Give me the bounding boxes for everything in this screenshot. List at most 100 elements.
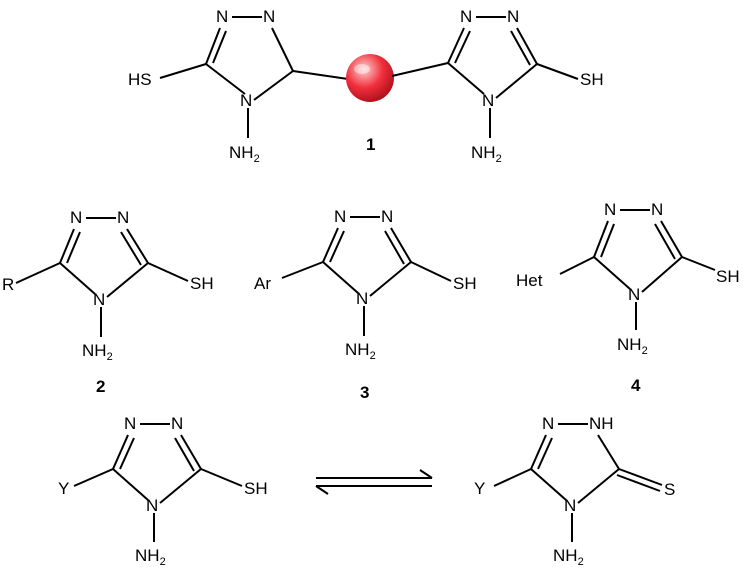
atom-n: N — [93, 290, 105, 309]
atom-nh2: NH2 — [553, 546, 584, 568]
bond — [322, 261, 359, 294]
bond — [681, 256, 716, 271]
bond — [200, 468, 243, 487]
compound-1-left-triazole: N N N HS NH2 — [128, 7, 349, 165]
atom-n: N — [216, 7, 228, 26]
bond — [495, 63, 538, 99]
bond — [292, 70, 349, 80]
compound-3: N N N Ar SH NH2 3 — [254, 207, 477, 402]
bond — [660, 220, 683, 258]
bond — [410, 261, 452, 282]
atom-n: N — [628, 285, 640, 304]
bond — [329, 230, 345, 263]
bond — [530, 434, 547, 470]
atom-s: S — [664, 480, 675, 499]
compound-number: 2 — [96, 377, 105, 396]
bond — [447, 27, 465, 64]
atom-n: N — [240, 91, 252, 110]
atom-y: Y — [474, 479, 485, 498]
atom-n: N — [651, 200, 663, 219]
bond — [174, 437, 195, 472]
bond — [454, 30, 471, 64]
atom-sh: SH — [580, 70, 604, 89]
atom-n: N — [604, 200, 616, 219]
bond — [510, 30, 531, 66]
atom-nh2: NH2 — [345, 340, 376, 362]
bond — [530, 468, 567, 501]
atom-n: N — [542, 414, 554, 433]
bond — [616, 474, 661, 492]
atom-n: N — [460, 7, 472, 26]
atom-nh2: NH2 — [135, 546, 166, 568]
bond — [126, 228, 149, 264]
bond — [577, 468, 620, 504]
bond — [253, 70, 294, 101]
bond — [390, 227, 412, 263]
bond — [59, 262, 96, 295]
bond — [618, 468, 663, 486]
reverse-arrowhead — [315, 485, 329, 495]
bond — [447, 62, 485, 95]
bond — [654, 223, 676, 260]
atom-nh2: NH2 — [82, 341, 113, 363]
atom-n: N — [507, 7, 519, 26]
bond — [180, 434, 202, 470]
bond — [597, 434, 620, 470]
atom-nh2: NH2 — [617, 335, 648, 357]
atom-n: N — [117, 208, 129, 227]
bond — [369, 261, 412, 297]
bond — [112, 468, 149, 501]
compound-number: 4 — [631, 376, 641, 395]
bond — [205, 63, 246, 95]
bond — [600, 223, 615, 258]
atom-n: N — [124, 414, 136, 433]
compound-2: N N N R SH NH2 2 — [2, 208, 214, 396]
atom-n: N — [146, 496, 158, 515]
compound-1-right-triazole: N N N SH NH2 — [391, 7, 604, 165]
bond — [281, 261, 324, 279]
bond — [59, 228, 75, 264]
bond — [493, 468, 532, 487]
bond — [516, 27, 538, 65]
atom-n: N — [564, 496, 576, 515]
bond — [536, 63, 579, 80]
tautomer-thione: N NH N Y S NH2 — [474, 414, 675, 568]
bond — [106, 262, 149, 298]
atom-y: Y — [58, 479, 69, 498]
atom-nh: NH — [589, 414, 614, 433]
sphere-highlight — [354, 64, 370, 74]
compound-number: 1 — [366, 135, 375, 154]
linker-sphere — [346, 54, 394, 102]
atom-nh2: NH2 — [471, 143, 502, 165]
atom-sh: SH — [190, 274, 214, 293]
atom-r: R — [2, 275, 14, 294]
bond — [147, 262, 189, 282]
bond — [112, 434, 129, 470]
tautomer-thiol: N N N Y SH NH2 — [58, 414, 268, 568]
bond — [391, 62, 449, 77]
atom-n: N — [334, 207, 346, 226]
compound-number: 3 — [360, 383, 369, 402]
bond — [384, 230, 405, 265]
bond — [559, 256, 595, 275]
atom-n: N — [381, 207, 393, 226]
atom-ar: Ar — [254, 274, 271, 293]
bond — [271, 27, 294, 72]
bond — [66, 231, 81, 264]
bond — [212, 30, 227, 64]
atom-het: Het — [516, 271, 543, 290]
atom-n: N — [70, 208, 82, 227]
bond — [593, 256, 631, 290]
bond — [159, 63, 207, 79]
atom-n: N — [171, 414, 183, 433]
bond — [15, 262, 61, 284]
equilibrium-arrow — [315, 469, 433, 495]
bond — [159, 468, 202, 504]
bond — [119, 437, 135, 470]
atom-n: N — [356, 289, 368, 308]
bond — [593, 220, 609, 258]
atom-hs: HS — [128, 70, 152, 89]
bond — [537, 437, 553, 470]
bond — [641, 256, 683, 293]
